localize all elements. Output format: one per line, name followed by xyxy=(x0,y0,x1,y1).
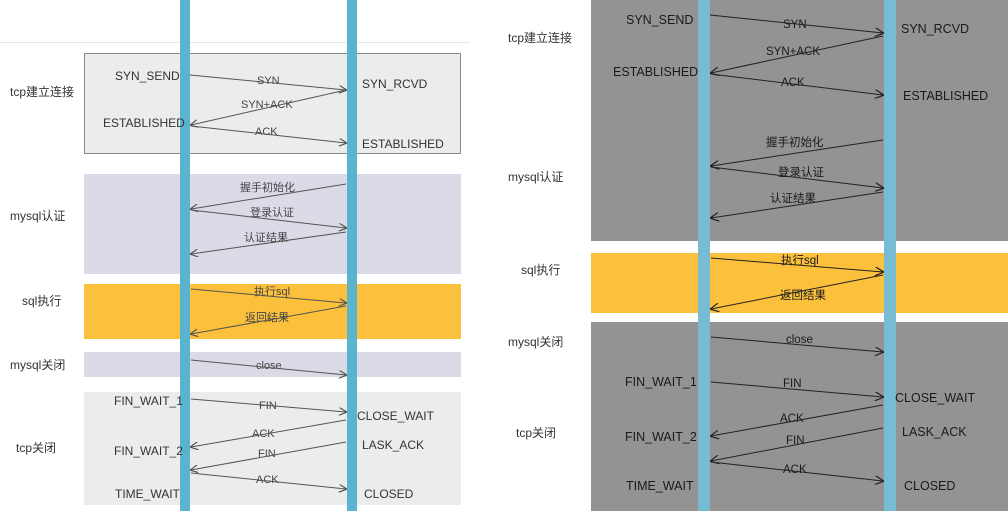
msg-exec-sql: 执行sql xyxy=(781,255,819,267)
state-fin-wait-1: FIN_WAIT_1 xyxy=(114,394,183,408)
phase-label-mysql-close: mysql关闭 xyxy=(508,335,564,349)
state-syn-send: SYN_SEND xyxy=(626,13,694,27)
msg-return-result: 返回结果 xyxy=(245,312,289,324)
right-sequence-diagram: tcp建立连接 mysql认证 sql执行 mysql关闭 tcp关闭 SYN_… xyxy=(500,0,1008,511)
msg-syn: SYN xyxy=(257,75,280,87)
msg-exec-sql: 执行sql xyxy=(254,286,291,298)
msg-auth-result: 认证结果 xyxy=(244,232,288,244)
state-time-wait: TIME_WAIT xyxy=(115,487,180,501)
phase-label-sql-exec: sql执行 xyxy=(521,263,561,277)
state-established-client: ESTABLISHED xyxy=(103,116,185,130)
phase-label-mysql-close: mysql关闭 xyxy=(10,358,66,372)
state-established-client: ESTABLISHED xyxy=(613,65,699,79)
top-separator xyxy=(0,42,470,43)
state-fin-wait-2: FIN_WAIT_2 xyxy=(625,430,697,444)
server-lifeline xyxy=(884,0,896,511)
msg-syn-ack: SYN+ACK xyxy=(241,99,293,111)
msg-ack: ACK xyxy=(255,126,278,138)
state-syn-send: SYN_SEND xyxy=(115,69,180,83)
panel-divider xyxy=(490,0,500,511)
msg-ack-2: ACK xyxy=(252,428,275,440)
state-fin-wait-2: FIN_WAIT_2 xyxy=(114,444,183,458)
client-lifeline xyxy=(698,0,710,511)
state-time-wait: TIME_WAIT xyxy=(626,479,694,493)
phase-label-mysql-auth: mysql认证 xyxy=(10,209,66,223)
msg-fin-2: FIN xyxy=(258,448,276,460)
server-lifeline xyxy=(347,0,357,511)
msg-ack-2: ACK xyxy=(780,413,804,425)
left-sequence-diagram: tcp建立连接 mysql认证 sql执行 mysql关闭 tcp关闭 SYN_… xyxy=(0,0,490,511)
phase-label-sql-exec: sql执行 xyxy=(22,294,62,308)
state-closed: CLOSED xyxy=(904,479,956,493)
state-lask-ack: LASK_ACK xyxy=(902,425,967,439)
phase-label-tcp-close: tcp关闭 xyxy=(16,441,57,455)
state-syn-rcvd: SYN_RCVD xyxy=(362,77,428,91)
msg-syn: SYN xyxy=(783,19,807,31)
msg-ack-3: ACK xyxy=(256,474,279,486)
msg-login-auth: 登录认证 xyxy=(250,207,294,219)
msg-ack-3: ACK xyxy=(783,464,807,476)
msg-handshake-init: 握手初始化 xyxy=(766,137,824,149)
client-lifeline xyxy=(180,0,190,511)
msg-auth-result: 认证结果 xyxy=(770,193,816,205)
state-closed: CLOSED xyxy=(364,487,414,501)
msg-close: close xyxy=(256,360,282,372)
state-close-wait: CLOSE_WAIT xyxy=(357,409,434,423)
msg-fin-1: FIN xyxy=(783,378,802,390)
phase-label-tcp-connect: tcp建立连接 xyxy=(10,85,75,99)
msg-handshake-init: 握手初始化 xyxy=(240,182,295,194)
phase-label-tcp-connect: tcp建立连接 xyxy=(508,31,573,45)
msg-login-auth: 登录认证 xyxy=(778,167,824,179)
msg-ack: ACK xyxy=(781,77,805,89)
phase-label-mysql-auth: mysql认证 xyxy=(508,170,564,184)
phase-label-tcp-close: tcp关闭 xyxy=(516,426,557,440)
msg-fin-1: FIN xyxy=(259,400,277,412)
state-established-server: ESTABLISHED xyxy=(903,89,989,103)
state-close-wait: CLOSE_WAIT xyxy=(895,391,976,405)
msg-return-result: 返回结果 xyxy=(780,290,826,302)
state-established-server: ESTABLISHED xyxy=(362,137,444,151)
msg-close: close xyxy=(786,334,813,346)
state-fin-wait-1: FIN_WAIT_1 xyxy=(625,375,697,389)
msg-syn-ack: SYN+ACK xyxy=(766,46,821,58)
state-lask-ack: LASK_ACK xyxy=(362,438,425,452)
state-syn-rcvd: SYN_RCVD xyxy=(901,22,970,36)
msg-fin-2: FIN xyxy=(786,435,805,447)
